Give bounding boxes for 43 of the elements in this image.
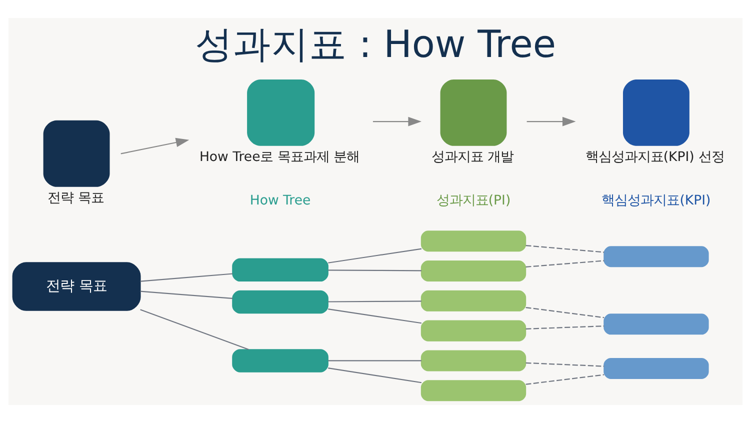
- node-box: [604, 357, 709, 378]
- connector: [328, 366, 422, 383]
- connector: [140, 308, 249, 350]
- node-box: [622, 78, 690, 146]
- node-label: How Tree로 목표과제 분해: [199, 149, 360, 164]
- arrow: [372, 116, 422, 126]
- label: How Tree: [250, 193, 311, 208]
- node-label: 성과지표 개발: [431, 149, 514, 164]
- node-box: [420, 320, 526, 341]
- node-box: [420, 260, 526, 282]
- node-box: [232, 290, 328, 314]
- node-label: 핵심성과지표(KPI) 선정: [585, 149, 725, 164]
- connector: [328, 248, 422, 263]
- node-box: [420, 350, 526, 371]
- connector: [526, 374, 604, 384]
- connector: [526, 244, 604, 252]
- node-box: [420, 230, 526, 252]
- arrow: [526, 116, 576, 126]
- node-box: [440, 78, 507, 146]
- arrow: [120, 137, 190, 154]
- node-box: [420, 380, 526, 401]
- connector: [526, 362, 604, 366]
- node-box: [247, 78, 315, 146]
- diagram-title: 성과지표 : How Tree: [194, 21, 556, 66]
- node-box: [604, 246, 709, 267]
- node-label: 전략 목표: [48, 190, 104, 206]
- connector: [526, 325, 604, 329]
- connector: [328, 360, 422, 361]
- label: 성과지표(PI): [436, 193, 511, 208]
- connector: [328, 269, 422, 271]
- label: 핵심성과지표(KPI): [602, 193, 711, 208]
- node-box: [232, 348, 328, 372]
- connector: [140, 290, 233, 298]
- node-box: [420, 290, 526, 311]
- node-box: [43, 120, 110, 186]
- connector: [140, 272, 233, 282]
- connector: [328, 308, 422, 324]
- node-box: [232, 258, 328, 282]
- node-box: [604, 313, 709, 334]
- connector: [526, 260, 604, 267]
- connector: [526, 306, 604, 318]
- node-box: 전략 목표: [12, 262, 141, 310]
- connector: [328, 300, 422, 302]
